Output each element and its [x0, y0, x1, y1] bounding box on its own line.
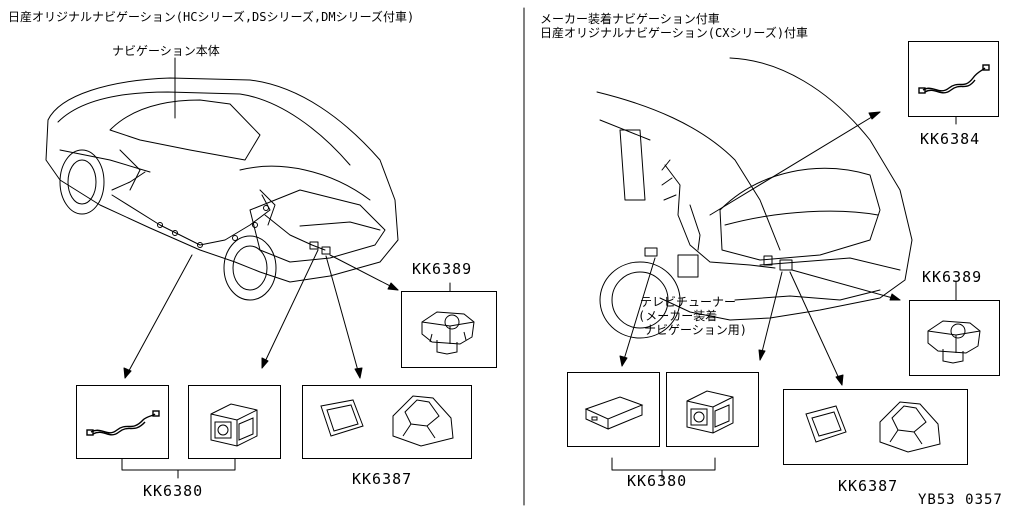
left-title: 日産オリジナルナビゲーション(HCシリーズ,DSシリーズ,DMシリーズ付車): [8, 10, 415, 24]
left-part-box-kk6389: [401, 291, 497, 368]
left-code-kk6389: KK6389: [412, 260, 473, 278]
right-code-kk6384: KK6384: [920, 130, 981, 148]
harness-cable-icon: [86, 410, 160, 436]
left-code-kk6387: KK6387: [352, 470, 413, 488]
tv-tuner-label-line1: テレビチューナー: [640, 295, 737, 309]
right-part-box-connector: [666, 372, 759, 447]
right-part-box-tv-tuner: [567, 372, 660, 447]
left-bracket: [121, 457, 236, 479]
connector-clip-icon: [927, 320, 981, 364]
right-bracket: [611, 457, 716, 479]
right-code-kk6389: KK6389: [922, 268, 983, 286]
left-arrows: [124, 249, 399, 379]
right-title-line1: メーカー装着ナビゲーション付車: [540, 12, 720, 26]
right-code-kk6380: KK6380: [627, 472, 688, 490]
figure-id: YB53 0357: [918, 492, 1003, 508]
left-part-box-harness: [76, 385, 169, 459]
tv-tuner-label-line2: (メーカー装着: [638, 309, 718, 323]
connector-block-icon: [210, 403, 258, 447]
right-title-line2: 日産オリジナルナビゲーション(CXシリーズ)付車: [540, 26, 809, 40]
right-code-kk6387: KK6387: [838, 477, 899, 495]
left-part-box-connector: [188, 385, 281, 459]
right-car-illustration: [596, 57, 913, 339]
left-car-illustration: [45, 57, 399, 301]
right-arrows: [621, 111, 901, 386]
connector-block-icon: [686, 390, 734, 434]
tv-tuner-label-line3: ナビゲーション用): [644, 323, 747, 337]
left-code-kk6380: KK6380: [143, 482, 204, 500]
right-part-box-kk6387: [783, 389, 968, 465]
navigation-unit-label: ナビゲーション本体: [112, 44, 220, 58]
bezel-and-cover-icon: [320, 395, 454, 447]
harness-cable-icon: [918, 64, 990, 94]
right-part-box-kk6389: [909, 300, 1000, 376]
tv-tuner-box-icon: [584, 396, 644, 430]
bezel-and-cover-icon: [805, 401, 941, 453]
connector-clip-icon: [421, 311, 475, 355]
right-part-box-kk6384: [908, 41, 999, 117]
left-part-box-kk6387: [302, 385, 472, 459]
